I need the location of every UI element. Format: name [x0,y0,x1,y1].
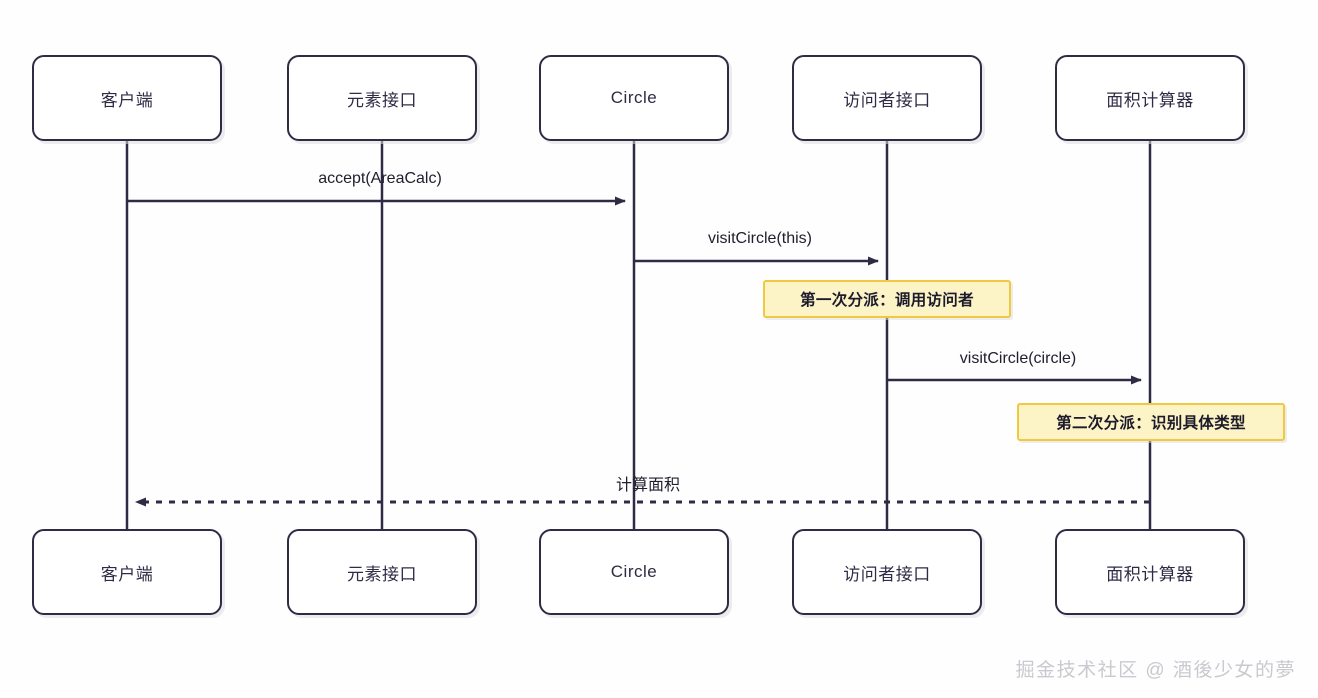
lifelines-group [125,141,1152,529]
participant-footer-areacalc[interactable]: 面积计算器 [1055,529,1245,615]
watermark: 掘金技术社区 @ 酒後少女的夢 [1015,660,1296,681]
participant-label: 元素接口 [347,564,417,584]
participant-header-element[interactable]: 元素接口 [287,55,477,141]
participant-label: 面积计算器 [1106,564,1194,584]
participant-label: 客户端 [100,90,154,110]
note-text: 第一次分派：调用访问者 [800,292,974,309]
participant-label: 元素接口 [347,90,417,110]
participant-label: 客户端 [100,564,154,584]
participant-header-circle[interactable]: Circle [539,55,729,141]
message-lines-group [127,196,1150,507]
participant-header-visitor[interactable]: 访问者接口 [792,55,982,141]
msg-visit-this-label: visitCircle(this) [708,230,812,247]
participant-header-areacalc[interactable]: 面积计算器 [1055,55,1245,141]
participant-footer-circle[interactable]: Circle [539,529,729,615]
participant-label: Circle [610,562,658,581]
participant-footer-element[interactable]: 元素接口 [287,529,477,615]
msg-return-area-label: 计算面积 [615,477,681,494]
msg-accept-label: accept(AreaCalc) [318,170,442,187]
participant-footer-client[interactable]: 客户端 [32,529,222,615]
note-second-dispatch[interactable]: 第二次分派：识别具体类型 [1017,403,1285,441]
participant-footer-visitor[interactable]: 访问者接口 [792,529,982,615]
participant-label: 面积计算器 [1106,90,1194,110]
note-first-dispatch[interactable]: 第一次分派：调用访问者 [763,280,1011,318]
msg-visit-circle-label: visitCircle(circle) [959,350,1077,367]
participant-label: 访问者接口 [843,90,931,110]
participant-label: 访问者接口 [843,564,931,584]
note-text: 第二次分派：识别具体类型 [1056,415,1246,432]
participant-header-client[interactable]: 客户端 [32,55,222,141]
participant-label: Circle [610,88,658,107]
